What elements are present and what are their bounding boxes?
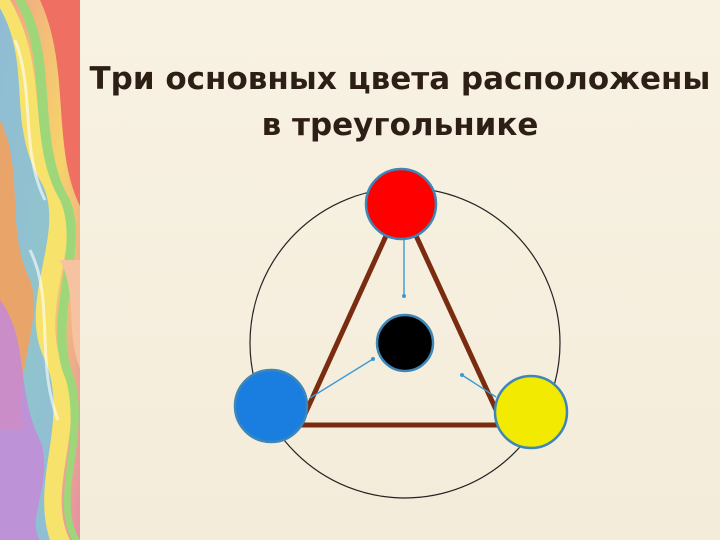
title-line-2: в треугольнике xyxy=(261,107,539,143)
arrowhead-blue xyxy=(371,357,375,361)
arrow-blue-to-center xyxy=(309,358,374,399)
black-center-circle xyxy=(375,313,435,373)
triangle xyxy=(296,196,507,428)
arrow-yellow-to-center xyxy=(461,374,497,398)
arrowhead-red xyxy=(402,294,406,298)
slide-background xyxy=(80,0,720,540)
blue-primary-circle xyxy=(233,368,309,444)
title-line-1: Три основных цвета расположены xyxy=(89,61,711,97)
slide-title: Три основных цвета расположены в треугол… xyxy=(80,56,720,148)
red-primary-circle xyxy=(364,167,438,241)
yellow-primary-circle xyxy=(493,374,569,450)
arrowhead-yellow xyxy=(460,373,464,377)
